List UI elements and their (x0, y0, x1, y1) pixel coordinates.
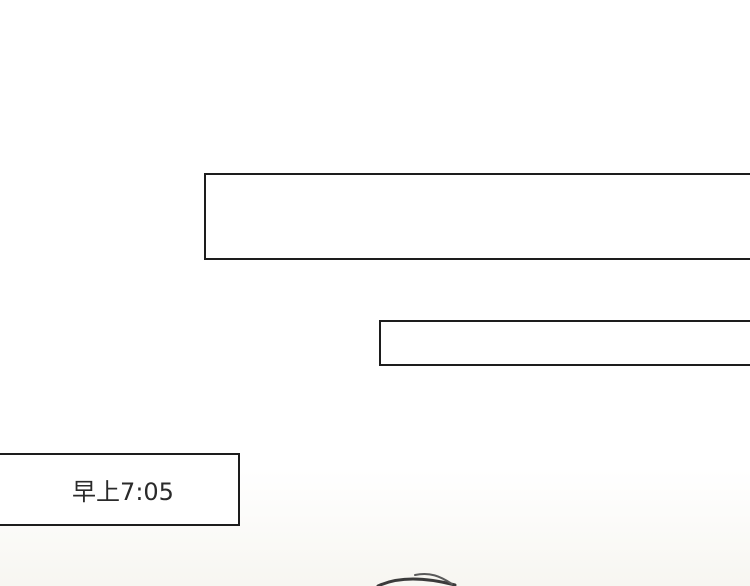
speech-box-middle (379, 320, 750, 366)
character-hair-illustration (376, 573, 457, 586)
time-caption-text: 早上7:05 (72, 478, 174, 506)
time-caption-box: 早上7:05 (0, 453, 240, 526)
speech-box-top (204, 173, 750, 260)
